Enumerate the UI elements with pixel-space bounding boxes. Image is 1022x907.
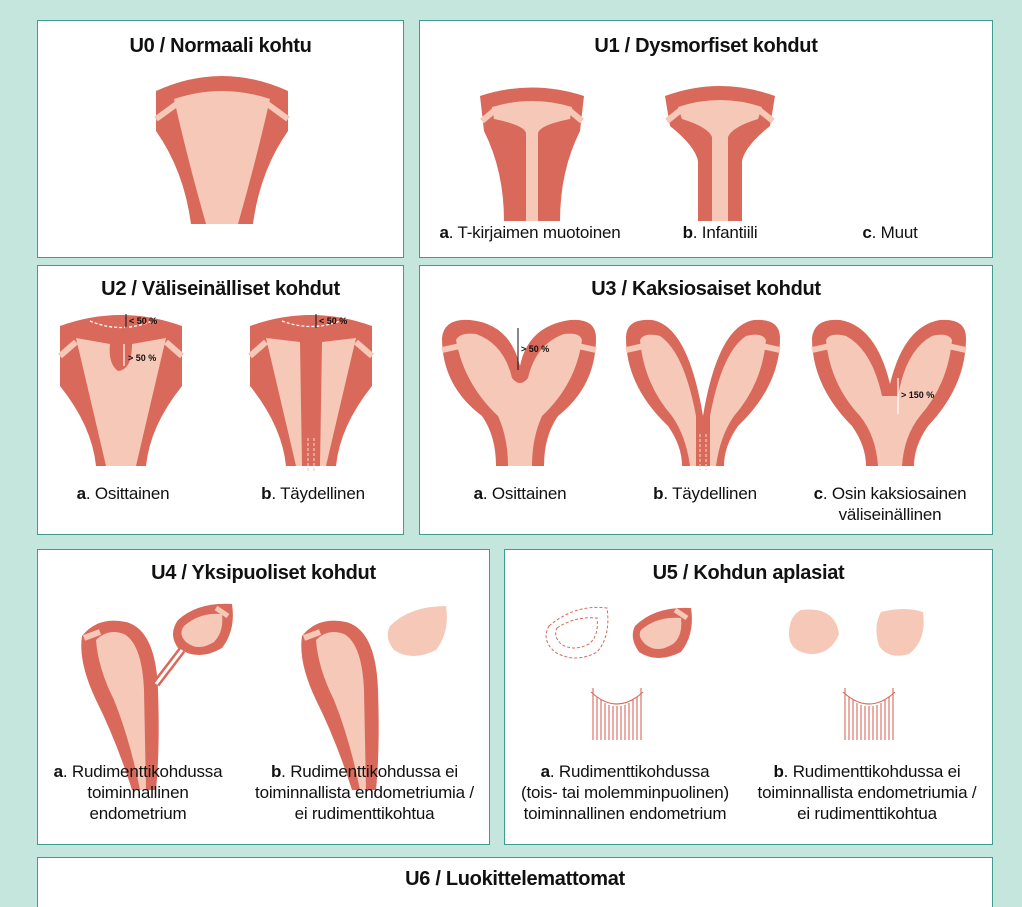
caption-u1-b: b. Infantiili bbox=[620, 222, 820, 243]
caption-u1-a: a. T-kirjaimen muotoinen bbox=[420, 222, 640, 243]
panel-u1: U1 / Dysmorfiset kohdut a. T-kirjaimen m… bbox=[419, 20, 993, 258]
marker-label: > 150 % bbox=[901, 390, 934, 400]
panel-u0: U0 / Normaali kohtu bbox=[37, 20, 404, 258]
panel-u4: U4 / Yksipuoliset kohdut a. Rudimenttiko… bbox=[37, 549, 490, 845]
caption-u3-b: b. Täydellinen bbox=[615, 483, 795, 504]
marker-label: < 50 % bbox=[319, 316, 347, 326]
panel-u6: U6 / Luokittelemattomat bbox=[37, 857, 993, 907]
caption-u5-a: a. Rudimenttikohdussa(tois- tai molemmin… bbox=[505, 761, 745, 824]
marker-label: > 50 % bbox=[128, 353, 156, 363]
panel-title: U6 / Luokittelemattomat bbox=[38, 868, 992, 891]
panel-u5: U5 / Kohdun aplasiat a. bbox=[504, 549, 993, 845]
caption-u2-b: b. Täydellinen bbox=[228, 483, 398, 504]
caption-u3-a: a. Osittainen bbox=[430, 483, 610, 504]
caption-u2-a: a. Osittainen bbox=[38, 483, 208, 504]
panel-u3: U3 / Kaksiosaiset kohdut > 50 % > 150 % … bbox=[419, 265, 993, 535]
panel-u2: U2 / Väliseinälliset kohdut < 50 % > 50 … bbox=[37, 265, 404, 535]
normal-uterus-illustration bbox=[38, 21, 405, 259]
marker-label: < 50 % bbox=[129, 316, 157, 326]
marker-label: > 50 % bbox=[521, 344, 549, 354]
caption-u1-c: c. Muut bbox=[810, 222, 970, 243]
